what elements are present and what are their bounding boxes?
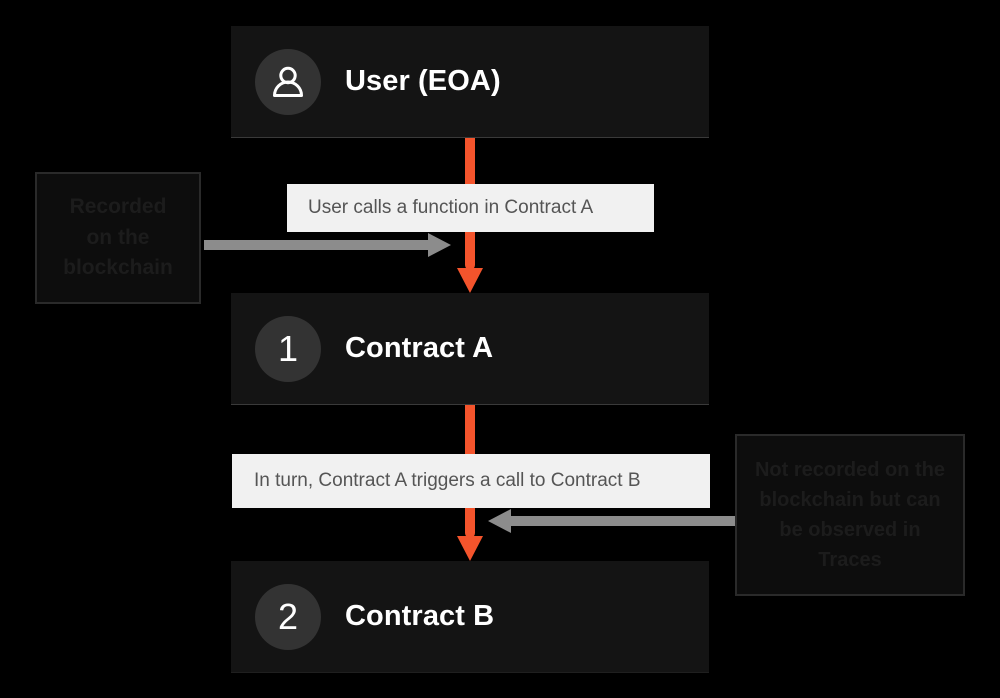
node-contract-b[interactable]: 2 Contract B	[231, 561, 709, 673]
node-title: User (EOA)	[345, 65, 501, 97]
connector-arrow-left	[204, 232, 452, 258]
node-user[interactable]: User (EOA)	[231, 26, 709, 138]
node-title: Contract B	[345, 600, 495, 632]
annotation-text: Recorded on the blockchain	[63, 195, 173, 280]
person-icon	[255, 48, 321, 115]
annotation-not-recorded-observed-in-traces: Not recorded on the blockchain but can b…	[735, 434, 965, 596]
node-contract-a[interactable]: 1 Contract A	[231, 293, 709, 405]
caption-contract-a-triggers-call: In turn, Contract A triggers a call to C…	[232, 454, 710, 508]
step-number-badge: 2	[255, 583, 321, 650]
annotation-recorded-on-blockchain: Recorded on the blockchain	[35, 172, 201, 304]
node-title: Contract A	[345, 332, 494, 364]
step-number-badge: 1	[255, 315, 321, 382]
caption-user-calls-function: User calls a function in Contract A	[287, 184, 654, 232]
connector-arrow-right	[487, 508, 735, 534]
annotation-text: Not recorded on the blockchain but can b…	[754, 459, 945, 571]
